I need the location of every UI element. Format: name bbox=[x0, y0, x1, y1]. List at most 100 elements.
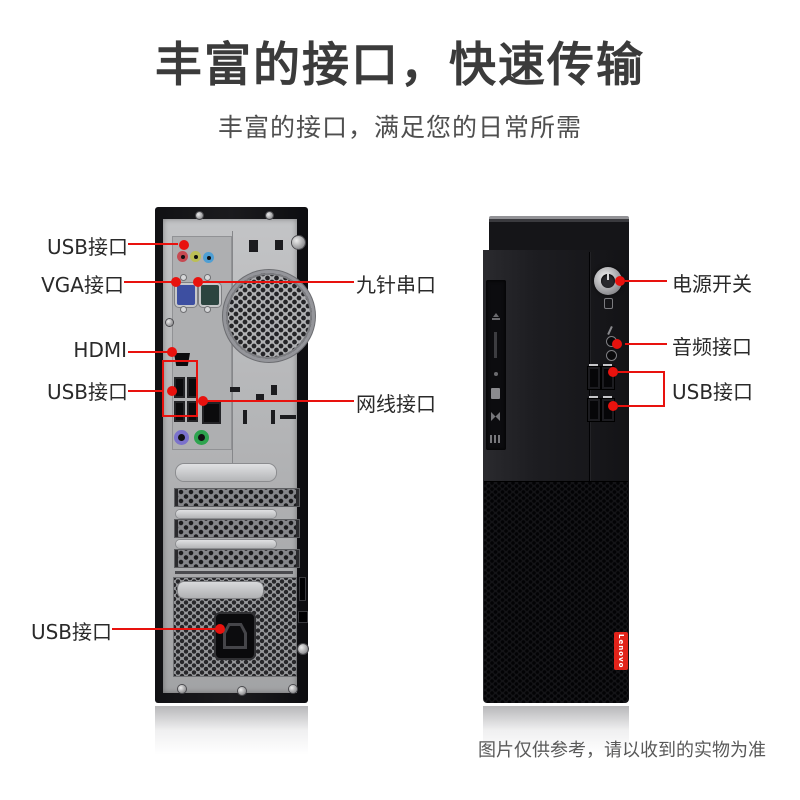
usb-label-mark bbox=[603, 396, 612, 398]
vent-mark bbox=[280, 415, 296, 419]
callout-dot bbox=[608, 401, 618, 411]
audio-jack-pink-icon bbox=[177, 251, 188, 262]
usb-port-front bbox=[588, 367, 600, 389]
slot-cover-blank bbox=[176, 510, 276, 518]
callout-line bbox=[207, 400, 354, 402]
slot-cover-vented bbox=[175, 489, 299, 506]
serial-screw-icon bbox=[205, 275, 210, 280]
hdmi-port bbox=[174, 353, 190, 366]
front-tower-reflection bbox=[483, 706, 629, 760]
label-audio: 音频接口 bbox=[672, 335, 752, 359]
rear-panel-photo bbox=[155, 207, 315, 703]
audio-jack-lime-icon bbox=[190, 251, 201, 262]
power-inlet bbox=[216, 614, 254, 658]
disclaimer-text: 图片仅供参考，请以收到的实物为准 bbox=[478, 740, 766, 761]
label-usb-front: USB接口 bbox=[672, 380, 754, 404]
hdd-led-icon bbox=[604, 298, 613, 309]
power-inlet-socket-icon bbox=[223, 623, 247, 649]
label-power-switch: 电源开关 bbox=[672, 272, 752, 296]
serial-screw-icon bbox=[205, 307, 210, 312]
usb-port-rear bbox=[187, 377, 198, 398]
optical-drive-strip bbox=[486, 280, 506, 450]
slot-cover-vented bbox=[175, 550, 299, 567]
usb-port-rear bbox=[174, 377, 185, 398]
callout-line bbox=[128, 390, 164, 392]
screw-icon bbox=[178, 685, 186, 693]
page-title: 丰富的接口，快速传输 bbox=[155, 38, 645, 93]
drive-slot bbox=[494, 332, 497, 358]
vent-mark bbox=[271, 385, 277, 395]
vga-port bbox=[175, 283, 197, 307]
vent-mark bbox=[249, 240, 258, 252]
callout-dot bbox=[615, 276, 625, 286]
callout-bracket bbox=[663, 371, 665, 407]
callout-line bbox=[203, 281, 354, 283]
usb-highlight-box bbox=[162, 360, 198, 417]
media-icon bbox=[491, 412, 500, 421]
chassis-groove bbox=[175, 571, 293, 574]
mic-icon bbox=[607, 325, 613, 336]
callout-dot bbox=[198, 396, 208, 406]
callout-dot bbox=[215, 624, 225, 634]
slot-cover-blank bbox=[176, 464, 276, 481]
power-symbol-icon bbox=[607, 272, 609, 280]
slot-cover-blank bbox=[176, 540, 276, 548]
callout-dot bbox=[612, 339, 622, 349]
drive-led-icon bbox=[494, 372, 498, 376]
vent-mark bbox=[243, 410, 247, 424]
page-subtitle: 丰富的接口，满足您的日常所需 bbox=[217, 113, 582, 142]
vent-grille-icon bbox=[490, 435, 501, 443]
label-usb-bottom: USB接口 bbox=[30, 620, 112, 644]
callout-line bbox=[124, 281, 174, 283]
screw-icon bbox=[166, 319, 173, 326]
usb-label-mark bbox=[603, 364, 612, 366]
psu-plate bbox=[178, 582, 263, 598]
label-usb-mid: USB接口 bbox=[46, 380, 128, 404]
callout-dot bbox=[608, 367, 618, 377]
callout-dot bbox=[171, 277, 181, 287]
usb-port-front bbox=[588, 399, 600, 421]
callout-line bbox=[128, 351, 170, 353]
ps2-port-green-icon bbox=[194, 430, 209, 445]
front-tower-top-cap bbox=[489, 216, 629, 251]
rear-io-panel bbox=[163, 219, 315, 695]
lenovo-logo-text: Lenovo bbox=[617, 633, 625, 669]
screw-icon bbox=[196, 212, 203, 219]
screw-icon bbox=[298, 644, 308, 654]
dvd-logo-icon bbox=[491, 388, 500, 399]
eject-icon bbox=[493, 313, 499, 317]
vent-mark bbox=[230, 387, 240, 392]
callout-line bbox=[128, 243, 178, 245]
slot-cover-vented bbox=[175, 520, 299, 537]
label-ethernet: 网线接口 bbox=[356, 392, 436, 416]
label-hdmi: HDMI bbox=[73, 338, 127, 362]
side-slot bbox=[300, 578, 305, 600]
label-usb-top: USB接口 bbox=[46, 235, 128, 259]
callout-dot bbox=[179, 240, 189, 250]
label-serial: 九针串口 bbox=[356, 273, 436, 297]
usb-port-rear bbox=[174, 401, 185, 422]
screw-icon bbox=[266, 212, 273, 219]
vent-mark bbox=[256, 394, 264, 402]
fan-grille bbox=[223, 270, 315, 362]
audio-jack-blue-icon bbox=[203, 252, 214, 263]
serial-port bbox=[199, 283, 221, 307]
screw-icon bbox=[289, 685, 297, 693]
bezel-seam bbox=[589, 252, 590, 481]
panel-seam bbox=[232, 231, 233, 471]
callout-line bbox=[618, 405, 664, 407]
front-vent-mesh bbox=[484, 481, 628, 703]
front-panel-photo: Lenovo bbox=[483, 250, 629, 703]
mic-jack bbox=[606, 350, 617, 361]
usb-label-mark bbox=[589, 364, 598, 366]
vent-mark bbox=[275, 240, 283, 250]
callout-dot bbox=[167, 347, 177, 357]
callout-dot bbox=[193, 277, 203, 287]
vent-mark bbox=[271, 410, 275, 424]
eject-icon bbox=[492, 318, 500, 320]
rear-tower-reflection bbox=[155, 706, 308, 760]
callout-line bbox=[618, 371, 664, 373]
callout-line bbox=[625, 280, 667, 282]
screw-icon bbox=[238, 687, 246, 695]
